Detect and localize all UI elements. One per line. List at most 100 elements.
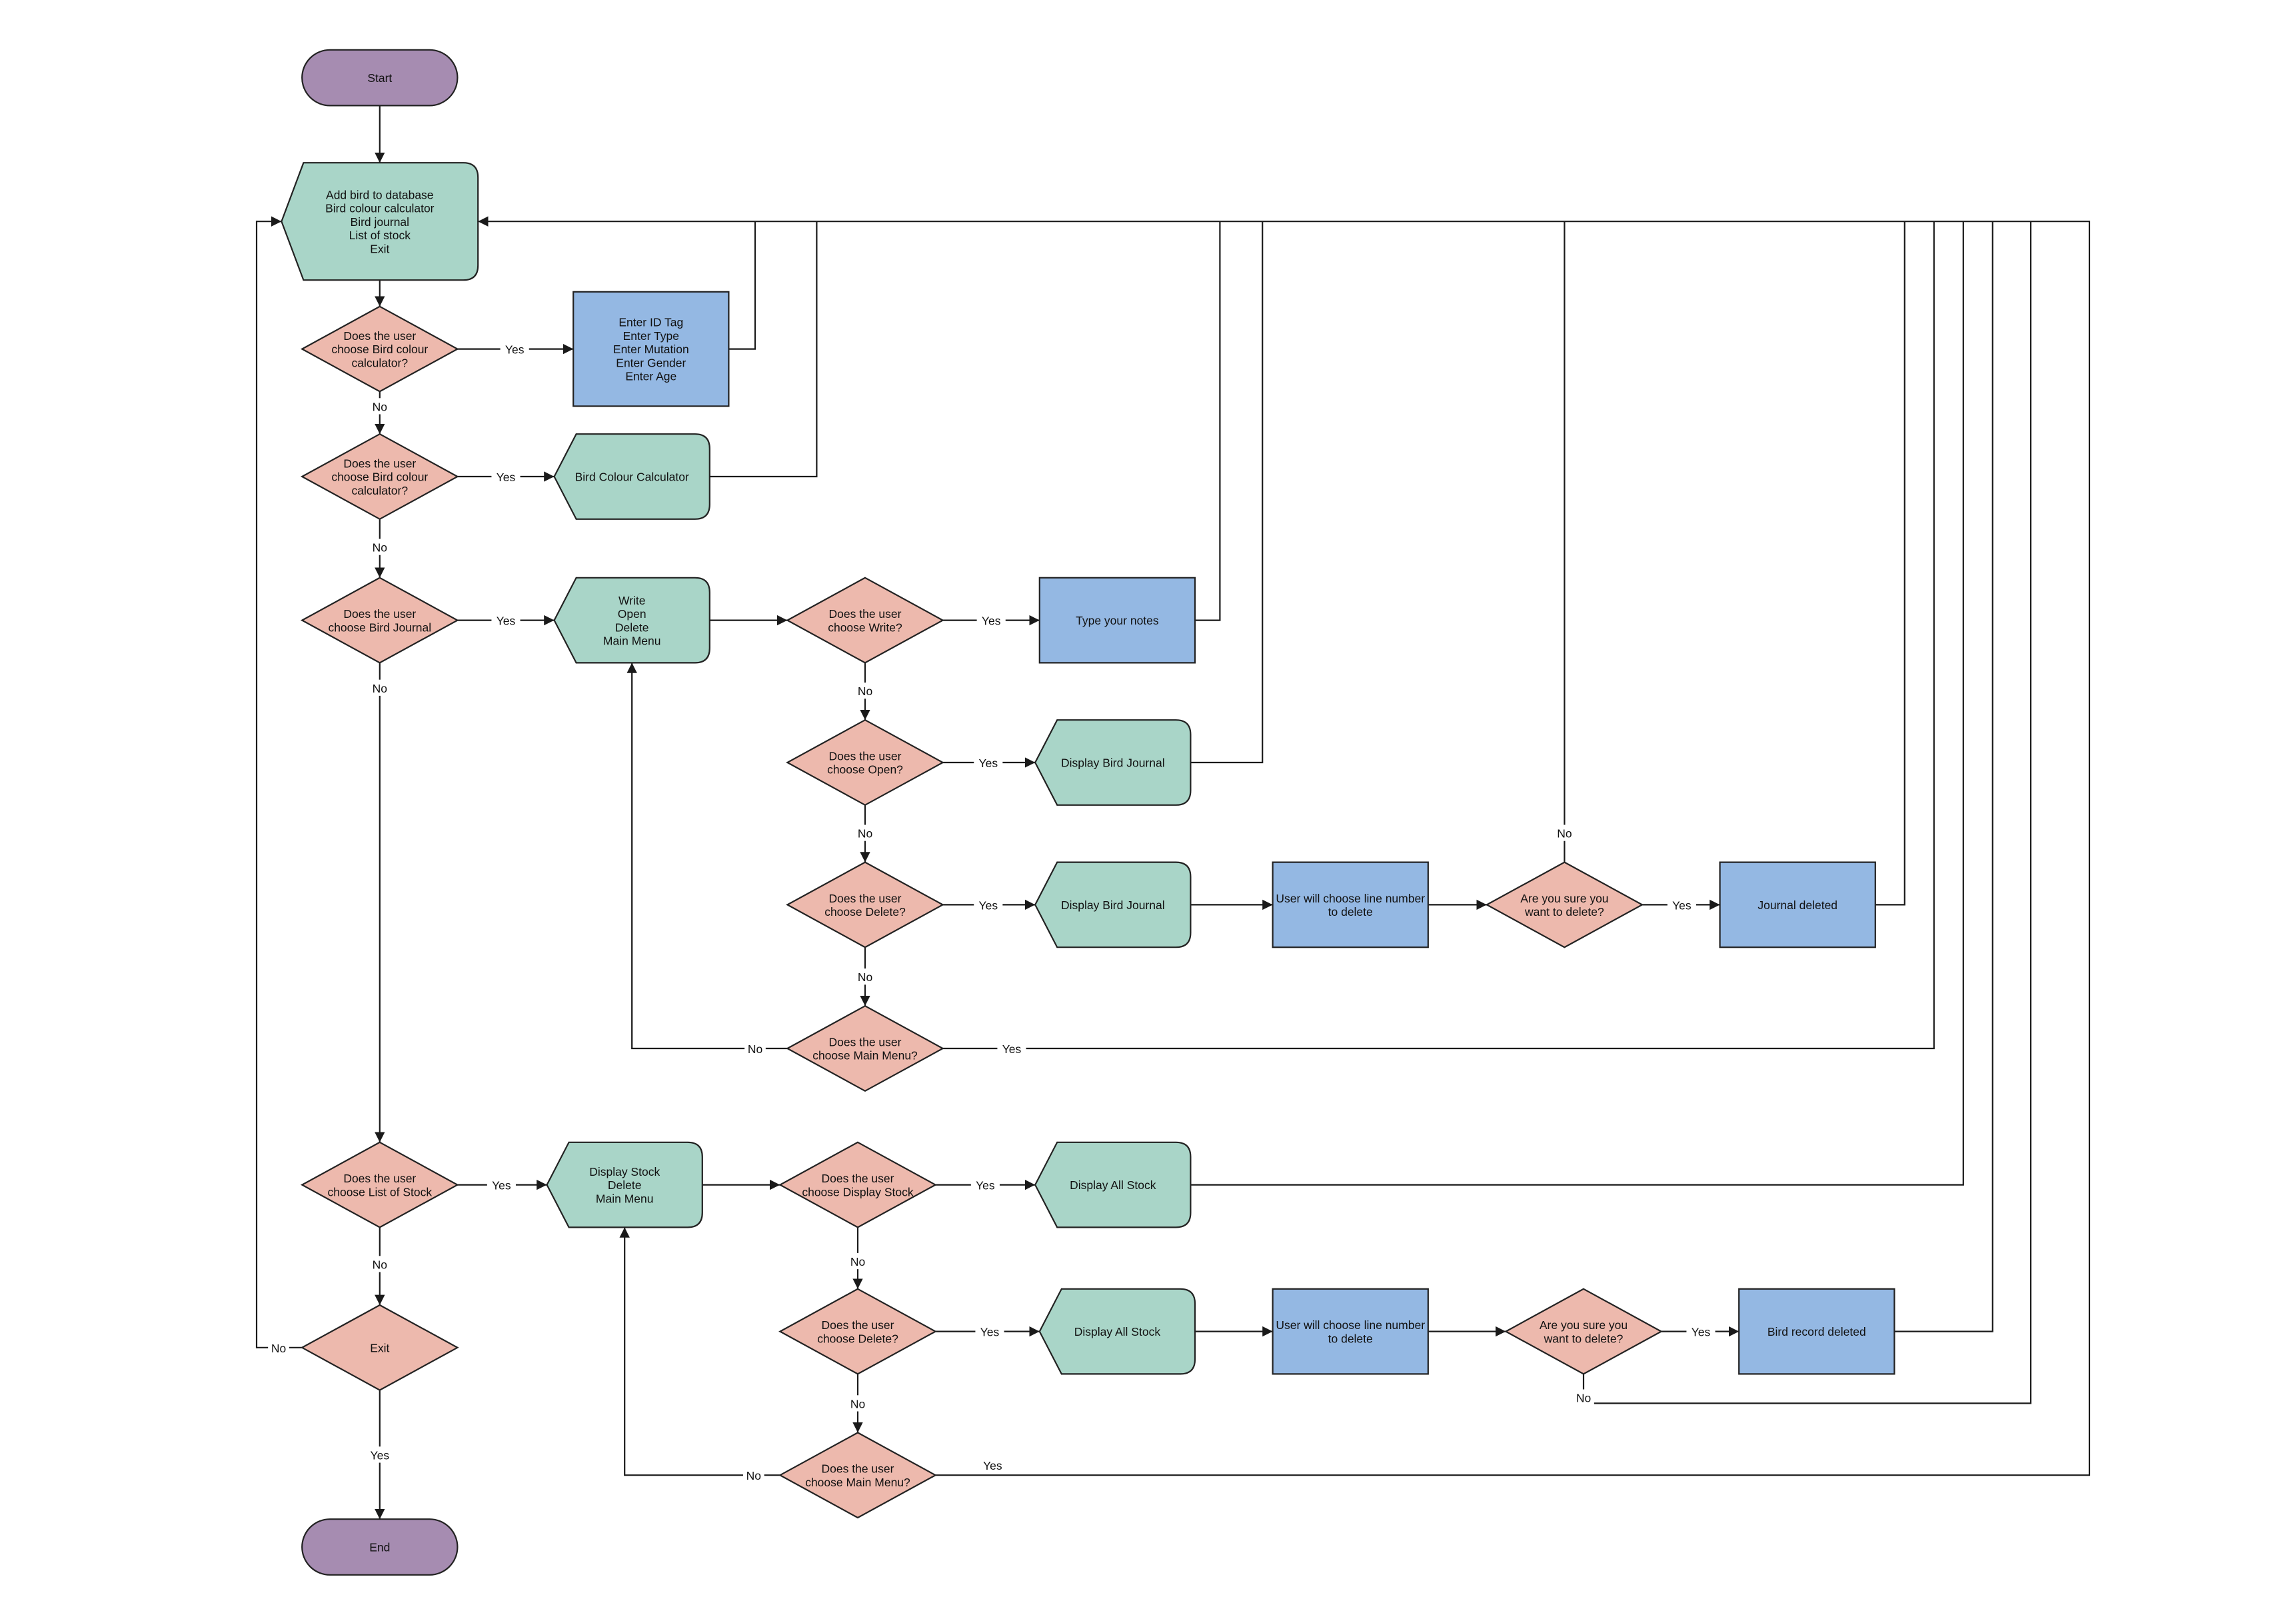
edge-label-bg xyxy=(1667,896,1696,913)
edge-label-bg xyxy=(487,1176,516,1193)
node-end: End xyxy=(301,1518,459,1576)
edge-label-q-write-yes: Yes xyxy=(976,612,1006,629)
node-text: Enter Type xyxy=(623,329,679,343)
node-text: Main Menu xyxy=(596,1192,654,1205)
edge-label-text: Yes xyxy=(1672,898,1692,912)
edge-label-text: Yes xyxy=(371,1448,390,1462)
edge-label-q-stock-main-yes: Yes xyxy=(978,1456,1007,1473)
connector-confirm-stock-no xyxy=(1582,221,2032,1404)
decision-shape xyxy=(778,1288,937,1375)
node-text: want to delete? xyxy=(1524,905,1604,918)
edge-label-bg xyxy=(491,612,521,629)
node-text: Write xyxy=(618,594,646,607)
edge-label-text: No xyxy=(1576,1392,1591,1405)
node-text: Does the user xyxy=(343,1172,416,1185)
node-text: Does the user xyxy=(822,1318,894,1332)
edge-label-q-stock-yes: Yes xyxy=(487,1176,516,1193)
node-text: Does the user xyxy=(822,1462,894,1476)
node-text: choose Open? xyxy=(827,763,903,777)
decision-shape xyxy=(1504,1288,1663,1375)
menu-shape xyxy=(553,577,710,664)
node-text: Display Bird Journal xyxy=(1061,757,1165,770)
edge-label-text: Yes xyxy=(979,757,998,770)
edge-label-bg xyxy=(847,1252,868,1270)
edge-label-bg xyxy=(491,468,521,485)
node-text: Start xyxy=(367,71,392,85)
edge-label-text: No xyxy=(850,1255,865,1268)
process-shape xyxy=(1272,861,1429,948)
edge-label-text: Yes xyxy=(976,1179,995,1192)
node-text: calculator? xyxy=(351,484,408,497)
edge-label-bg xyxy=(369,539,391,555)
node-text: choose List of Stock xyxy=(327,1185,432,1198)
edge-label-text: Yes xyxy=(497,615,516,628)
edge-label-text: Yes xyxy=(979,898,998,912)
node-text: choose Write? xyxy=(828,621,902,634)
edge-label-bg xyxy=(1573,1389,1594,1406)
edge-label-q-display-stock-no: No xyxy=(847,1252,868,1270)
edge-label-bg xyxy=(997,1040,1026,1057)
node-display-all-stock-2: Display All Stock xyxy=(1038,1288,1196,1375)
node-text: Enter Mutation xyxy=(613,343,689,356)
edge-label-q-journal-yes: Yes xyxy=(491,612,521,629)
edge-label-q-open-yes: Yes xyxy=(974,754,1003,771)
edge-label-text: No xyxy=(373,1258,387,1271)
node-text: choose Delete? xyxy=(824,905,906,918)
connector-enter-details-return xyxy=(728,221,756,350)
edge-label-text: No xyxy=(746,1469,761,1482)
decision-shape xyxy=(300,305,459,393)
edge-label-q-display-stock-yes: Yes xyxy=(970,1176,1000,1193)
edge-label-bg xyxy=(365,1446,395,1463)
menu-shape xyxy=(1034,861,1192,948)
node-text: choose Display Stock xyxy=(802,1185,914,1198)
edge-label-confirm-stock-yes: Yes xyxy=(1686,1323,1716,1340)
edge-label-bg xyxy=(854,824,876,841)
connector-q-journal-main-no xyxy=(626,663,788,1050)
edge-label-confirm-journal-no: No xyxy=(1554,824,1576,841)
edge-label-bg xyxy=(1554,824,1576,841)
node-exit: Exit xyxy=(300,1304,459,1391)
decision-shape xyxy=(778,1432,937,1519)
process-shape xyxy=(1038,577,1196,664)
node-text: End xyxy=(369,1541,390,1554)
edge-label-text: No xyxy=(858,970,872,984)
decision-shape xyxy=(778,1141,937,1228)
node-text: Main Menu xyxy=(603,635,661,648)
connector-q-stock-main-no xyxy=(619,1227,780,1476)
edge-label-confirm-stock-no: No xyxy=(1573,1389,1594,1406)
node-text: to delete xyxy=(1328,1332,1373,1345)
edge-label-bg xyxy=(974,754,1003,771)
node-text: Bird record deleted xyxy=(1767,1325,1866,1338)
node-text: Display Stock xyxy=(589,1165,660,1178)
edge-label-q-colour-calc-yes: Yes xyxy=(491,468,521,485)
edge-label-q-colour-calc-no: No xyxy=(369,539,391,555)
edge-label-bg xyxy=(974,896,1003,913)
edge-label-q-delete-journal-no: No xyxy=(854,968,876,985)
edge-label-bg xyxy=(975,1323,1004,1340)
node-text: Does the user xyxy=(829,1035,902,1048)
menu-shape xyxy=(281,162,479,281)
connector-record-deleted-return xyxy=(1894,221,1993,1332)
menu-shape xyxy=(553,433,710,520)
edge-label-q-journal-main-yes: Yes xyxy=(997,1040,1026,1057)
node-text: User will choose line number xyxy=(1276,892,1425,905)
edge-label-q-stock-no: No xyxy=(369,1256,391,1272)
node-text: choose Main Menu? xyxy=(812,1049,918,1062)
edge-label-text: No xyxy=(373,541,387,555)
process-shape xyxy=(1719,861,1876,948)
edge-label-q-delete-journal-yes: Yes xyxy=(974,896,1003,913)
node-text: Does the user xyxy=(343,457,416,470)
decision-shape xyxy=(786,861,944,948)
